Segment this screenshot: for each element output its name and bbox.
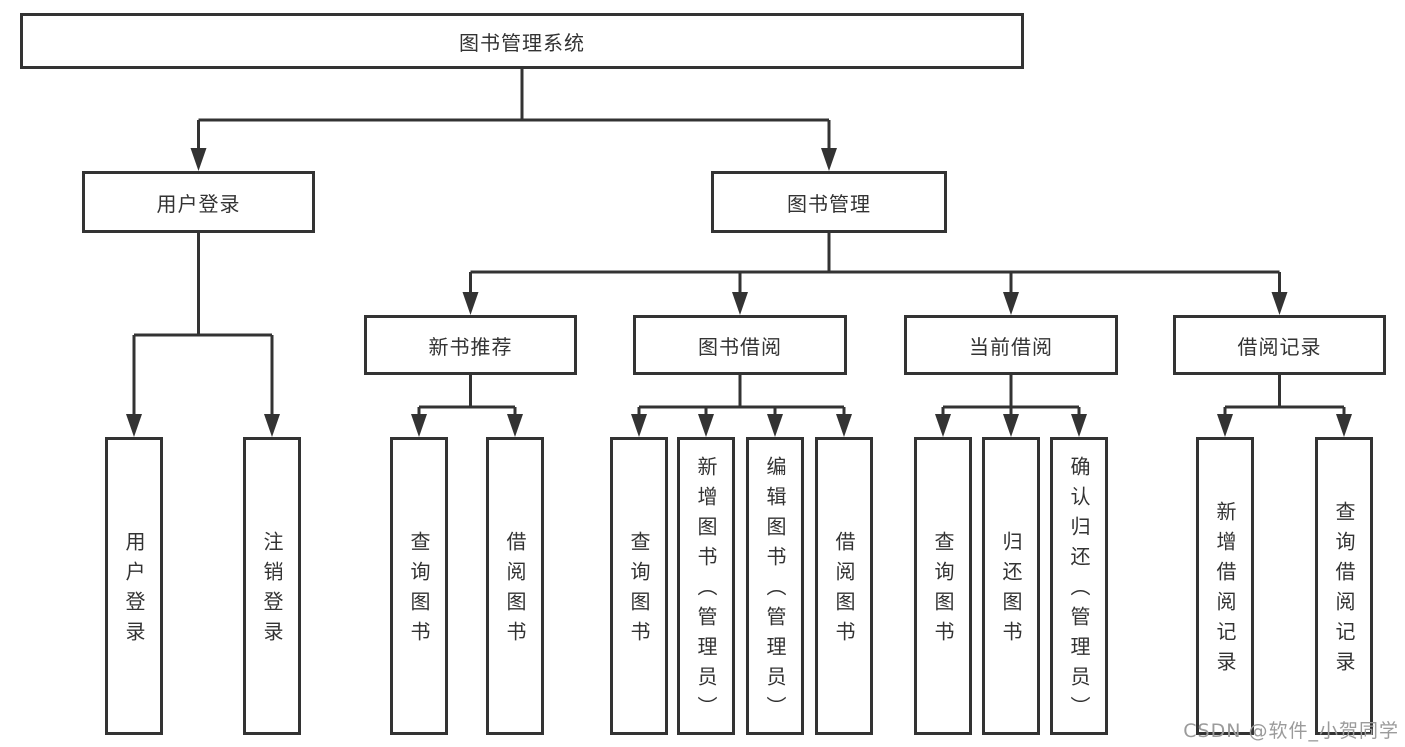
arrowhead-icon <box>411 414 427 437</box>
node-book-mgmt: 图书管理 <box>711 171 947 233</box>
arrowhead-icon <box>190 148 207 171</box>
connector-book-mgmt-children <box>462 233 1288 315</box>
arrowhead-icon <box>1271 292 1288 315</box>
edge-path <box>417 375 517 416</box>
arrowhead-icon <box>732 292 748 315</box>
edge-path <box>132 233 274 416</box>
node-leaf-bb-borrow-label: 借阅图书 <box>832 531 856 651</box>
node-leaf-nbr-borrow-label: 借阅图书 <box>503 531 527 651</box>
node-leaf-cb-confirm-label: 确认归还（管理员） <box>1067 456 1091 726</box>
node-leaf-bb-borrow: 借阅图书 <box>815 437 873 735</box>
arrowhead-icon <box>1003 292 1019 315</box>
arrowhead-icon <box>935 414 951 437</box>
node-current-borrow-label: 当前借阅 <box>969 334 1053 359</box>
arrowhead-icon <box>1336 414 1352 437</box>
arrowhead-icon <box>631 414 647 437</box>
arrowhead-icon <box>836 414 852 437</box>
watermark: CSDN @软件_小贺同学 <box>1183 720 1399 742</box>
node-leaf-bb-add-label: 新增图书（管理员） <box>694 456 718 726</box>
node-user-login-label: 用户登录 <box>156 191 241 216</box>
arrowhead-icon <box>1071 414 1087 437</box>
node-current-borrow: 当前借阅 <box>904 315 1118 375</box>
node-leaf-cb-return-label: 归还图书 <box>999 531 1023 651</box>
node-leaf-nbr-borrow: 借阅图书 <box>486 437 544 735</box>
connector-borrow-records-children <box>1217 375 1352 437</box>
node-leaf-bb-query-label: 查询图书 <box>627 531 651 651</box>
node-leaf-cb-query-label: 查询图书 <box>931 531 955 651</box>
node-leaf-bb-add: 新增图书（管理员） <box>677 437 735 735</box>
node-leaf-logout: 注销登录 <box>243 437 301 735</box>
connector-new-book-rec-children <box>411 375 523 437</box>
edge-path <box>637 375 846 416</box>
node-leaf-nbr-query: 查询图书 <box>390 437 448 735</box>
arrowhead-icon <box>507 414 523 437</box>
node-borrow-records: 借阅记录 <box>1173 315 1386 375</box>
node-leaf-br-add: 新增借阅记录 <box>1196 437 1254 735</box>
connector-user-login-children <box>126 233 280 437</box>
arrowhead-icon <box>126 414 142 437</box>
node-user-login: 用户登录 <box>82 171 315 233</box>
node-leaf-user-login: 用户登录 <box>105 437 163 735</box>
connector-root-to-level2 <box>190 69 837 171</box>
arrowhead-icon <box>1217 414 1233 437</box>
node-leaf-bb-query: 查询图书 <box>610 437 668 735</box>
node-leaf-cb-confirm: 确认归还（管理员） <box>1050 437 1108 735</box>
node-book-borrow-label: 图书借阅 <box>698 334 782 359</box>
arrowhead-icon <box>767 414 783 437</box>
node-leaf-bb-edit: 编辑图书（管理员） <box>746 437 804 735</box>
edge-path <box>941 375 1081 416</box>
arrowhead-icon <box>264 414 280 437</box>
arrowhead-icon <box>698 414 714 437</box>
node-leaf-br-query: 查询借阅记录 <box>1315 437 1373 735</box>
edge-path <box>197 69 831 150</box>
node-new-book-rec-label: 新书推荐 <box>428 334 513 359</box>
arrowhead-icon <box>462 292 479 315</box>
edge-path <box>1223 375 1346 416</box>
node-leaf-nbr-query-label: 查询图书 <box>407 531 431 651</box>
connector-current-borrow-children <box>935 375 1087 437</box>
node-borrow-records-label: 借阅记录 <box>1237 334 1322 359</box>
connector-book-borrow-children <box>631 375 852 437</box>
node-new-book-rec: 新书推荐 <box>364 315 577 375</box>
node-leaf-cb-query: 查询图书 <box>914 437 972 735</box>
edge-path <box>469 233 1281 294</box>
node-root-label: 图书管理系统 <box>459 30 585 55</box>
node-leaf-cb-return: 归还图书 <box>982 437 1040 735</box>
node-leaf-br-add-label: 新增借阅记录 <box>1213 501 1237 681</box>
node-root: 图书管理系统 <box>20 13 1024 69</box>
node-leaf-br-query-label: 查询借阅记录 <box>1332 501 1356 681</box>
node-book-borrow: 图书借阅 <box>633 315 847 375</box>
node-leaf-bb-edit-label: 编辑图书（管理员） <box>763 456 787 726</box>
arrowhead-icon <box>821 148 837 171</box>
node-book-mgmt-label: 图书管理 <box>787 191 871 216</box>
arrowhead-icon <box>1003 414 1019 437</box>
node-leaf-logout-label: 注销登录 <box>260 531 284 651</box>
node-leaf-user-login-label: 用户登录 <box>122 531 146 651</box>
